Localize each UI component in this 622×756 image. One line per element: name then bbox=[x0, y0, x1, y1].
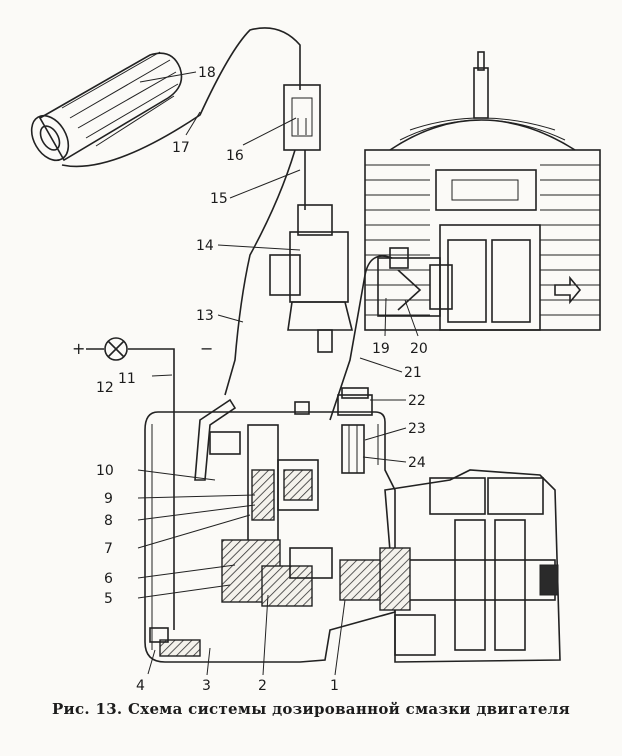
label-15: 15 bbox=[210, 191, 228, 207]
minus-sign: − bbox=[200, 339, 213, 358]
crankcase bbox=[339, 469, 561, 663]
oil-tank bbox=[144, 387, 396, 663]
check-valve bbox=[377, 247, 453, 317]
label-22: 22 bbox=[408, 393, 426, 409]
label-24: 24 bbox=[408, 455, 426, 471]
figure-caption: Рис. 13. Схема системы дозированной смаз… bbox=[51, 700, 571, 718]
pump-cable bbox=[224, 149, 296, 396]
part-labels: 1 2 3 4 5 6 7 8 9 10 11 12 13 14 15 16 1… bbox=[96, 65, 428, 694]
label-18: 18 bbox=[198, 65, 216, 81]
label-20: 20 bbox=[410, 341, 428, 357]
carburetor bbox=[269, 204, 354, 353]
label-1: 1 bbox=[330, 678, 339, 694]
label-3: 3 bbox=[202, 678, 211, 694]
label-16: 16 bbox=[226, 148, 244, 164]
label-7: 7 bbox=[104, 541, 113, 557]
label-11: 11 bbox=[118, 371, 136, 387]
label-8: 8 bbox=[104, 513, 113, 529]
label-13: 13 bbox=[196, 308, 214, 324]
leader-lines bbox=[137, 71, 419, 676]
label-6: 6 bbox=[104, 571, 113, 587]
label-17: 17 bbox=[172, 140, 190, 156]
oil-feed-line bbox=[329, 255, 393, 421]
label-19: 19 bbox=[372, 341, 390, 357]
throttle-grip bbox=[30, 51, 183, 162]
label-21: 21 bbox=[404, 365, 422, 381]
label-23: 23 bbox=[408, 421, 426, 437]
throttle-cable bbox=[61, 27, 301, 168]
cylinder bbox=[364, 51, 601, 331]
plus-sign: + bbox=[72, 339, 85, 358]
label-5: 5 bbox=[104, 591, 113, 607]
label-12: 12 bbox=[96, 380, 114, 396]
cable-splitter bbox=[283, 84, 321, 151]
sensor-wire bbox=[128, 348, 175, 630]
label-4: 4 bbox=[136, 678, 145, 694]
label-2: 2 bbox=[258, 678, 267, 694]
label-14: 14 bbox=[196, 238, 214, 254]
label-10: 10 bbox=[96, 463, 114, 479]
label-9: 9 bbox=[104, 491, 113, 507]
warning-lamp bbox=[104, 337, 128, 361]
